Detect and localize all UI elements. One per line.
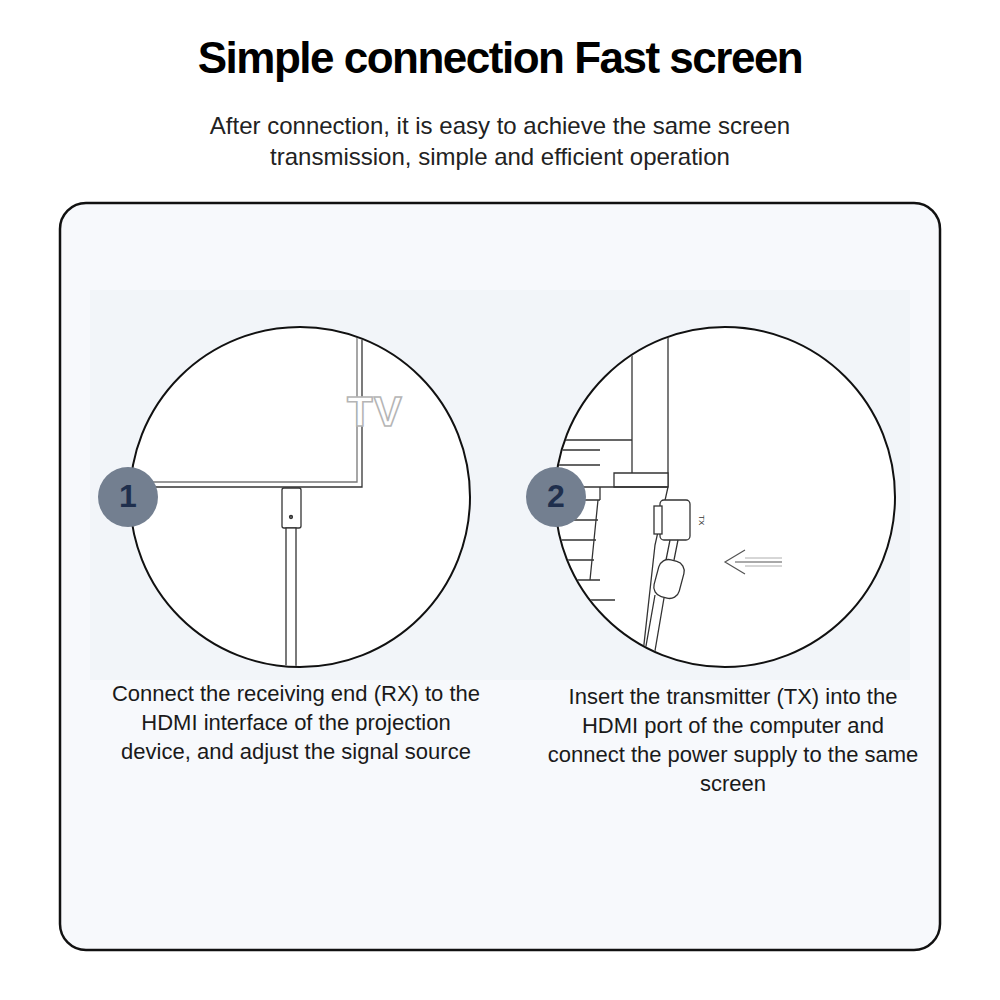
node-label: TV: [347, 389, 403, 435]
callout-number: 1: [98, 467, 158, 527]
callout-number: 2: [526, 467, 586, 527]
node-label: TX: [696, 515, 705, 525]
illustration-circle: TX: [555, 327, 895, 667]
step-description: Connect the receiving end (RX) to the HD…: [110, 679, 482, 766]
callout-text: 1: [119, 479, 137, 514]
callout-text: 2: [547, 479, 565, 514]
step-description: Insert the transmitter (TX) into the HDM…: [547, 682, 919, 798]
illustration-circle: TV: [130, 327, 470, 667]
subtitle: After connection, it is easy to achieve …: [170, 110, 830, 172]
panel: [60, 203, 940, 950]
title: Simple connection Fast screen: [20, 30, 980, 86]
